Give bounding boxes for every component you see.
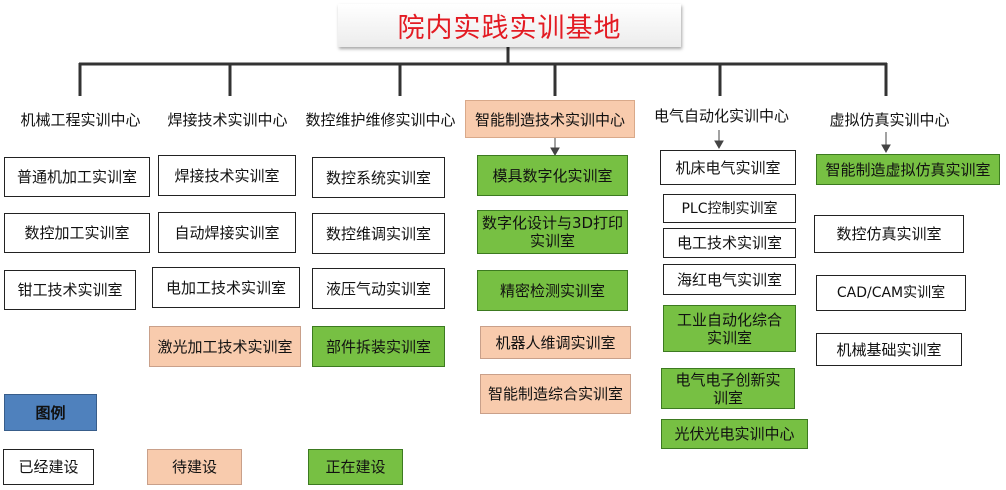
lab-box: 智能制造虚拟仿真实训室 — [816, 154, 1000, 185]
lab-box: 精密检测实训室 — [477, 270, 628, 311]
lab-box: 电工技术实训室 — [663, 228, 796, 258]
lab-box: 海红电气实训室 — [663, 264, 796, 295]
lab-box: 数字化设计与3D打印 实训室 — [477, 210, 628, 254]
lab-box: 数控仿真实训室 — [814, 215, 964, 253]
lab-box: 机床电气实训室 — [660, 150, 796, 185]
lab-box: 钳工技术实训室 — [4, 270, 136, 310]
legend-title: 图例 — [4, 394, 97, 431]
lab-box: 智能制造综合实训室 — [480, 374, 631, 414]
lab-box: 数控维调实训室 — [312, 213, 445, 254]
lab-box: 液压气动实训室 — [312, 268, 445, 309]
lab-box: PLC控制实训室 — [663, 194, 796, 223]
center-virtual-simulation: 虚拟仿真实训中心 — [829, 110, 950, 129]
lab-box: 数控系统实训室 — [312, 157, 445, 198]
legend-built: 已经建设 — [3, 449, 94, 485]
lab-box: 普通机加工实训室 — [4, 157, 150, 197]
lab-box: 模具数字化实训室 — [477, 155, 628, 196]
lab-box: 数控加工实训室 — [4, 213, 150, 253]
lab-box: 自动焊接实训室 — [158, 212, 296, 253]
center-mechanical-engineering: 机械工程实训中心 — [20, 110, 141, 129]
lab-box: 机器人维调实训室 — [480, 326, 631, 359]
lab-box: 电加工技术实训室 — [152, 267, 300, 308]
lab-box: 焊接技术实训室 — [158, 155, 296, 196]
lab-box: 机械基础实训室 — [816, 333, 962, 366]
page-title: 院内实践实训基地 — [338, 4, 681, 47]
center-electrical-automation: 电气自动化实训中心 — [653, 106, 789, 125]
lab-box: 电气电子创新实 训室 — [661, 368, 795, 409]
legend-planned: 待建设 — [147, 449, 242, 485]
legend-in-progress: 正在建设 — [308, 449, 403, 485]
center-welding-technology: 焊接技术实训中心 — [167, 110, 288, 129]
lab-box: 光伏光电实训中心 — [661, 419, 808, 449]
lab-box: 工业自动化综合 实训室 — [663, 305, 796, 352]
center-cnc-maintenance: 数控维护维修实训中心 — [305, 110, 456, 129]
lab-box: 部件拆装实训室 — [312, 326, 445, 367]
lab-box: 激光加工技术实训室 — [149, 326, 301, 367]
lab-box: CAD/CAM实训室 — [816, 275, 966, 311]
center-intelligent-manufacturing: 智能制造技术实训中心 — [465, 100, 635, 138]
